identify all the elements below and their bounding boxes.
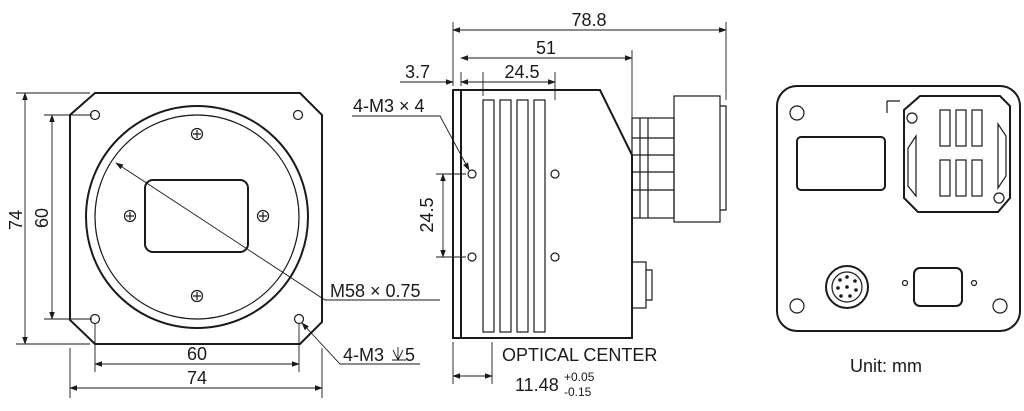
dim-width-holes: 60	[187, 344, 207, 364]
side-fin-4	[533, 99, 546, 333]
thread-label: M58 × 0.75	[330, 281, 421, 301]
dim-width-outer: 74	[187, 368, 207, 388]
dim-hole-spacing: 24.5	[417, 197, 437, 232]
connector-cage	[903, 95, 1011, 213]
optical-center-label: OPTICAL CENTER	[502, 345, 657, 365]
dim-fin-length: 24.5	[504, 62, 539, 82]
dim788-ext	[452, 22, 727, 100]
front-hole-br	[293, 313, 305, 325]
cage-slot-5	[955, 159, 967, 197]
dim74v-ext	[16, 92, 90, 345]
mount-outer-ring	[85, 105, 309, 329]
side-hole-3	[467, 252, 477, 262]
back-hole-bl	[789, 298, 805, 314]
dim-height-holes: 60	[32, 208, 52, 228]
io-connector-tip	[646, 269, 653, 301]
optical-center-tol-plus: +0.05	[564, 370, 595, 384]
side-fin-3	[516, 99, 529, 333]
depth-symbol-icon	[392, 347, 406, 362]
led-left-icon	[901, 279, 909, 287]
sensor-window	[144, 179, 249, 253]
io-connector-inner	[831, 271, 863, 303]
led-right-icon	[970, 279, 978, 287]
dim-total-length: 78.8	[571, 10, 606, 30]
cage-slot-4	[939, 159, 951, 197]
dim-height-outer: 74	[6, 210, 26, 230]
rear-connector-base	[631, 117, 675, 219]
side-fin-2	[499, 99, 512, 333]
io-circular-connector	[825, 265, 869, 309]
front-screw-top	[190, 127, 204, 141]
rear-connector-ribs	[632, 118, 674, 218]
dim-body-length: 51	[536, 38, 556, 58]
mount-holes-label: 4-M3	[343, 345, 384, 365]
label-plate	[796, 136, 886, 191]
optical-center-ext	[452, 342, 493, 384]
cage-screw-top-icon	[906, 112, 918, 124]
side-hole-1	[467, 169, 477, 179]
side-flange	[452, 89, 462, 339]
front-screw-bottom	[190, 289, 204, 303]
front-hole-tr	[292, 109, 304, 121]
side-hole-4	[550, 252, 560, 262]
cage-slot-right	[997, 122, 1007, 190]
mount-hole-leader	[301, 322, 420, 365]
side-holes-label: 4-M3 × 4	[353, 96, 425, 116]
front-screw-right	[256, 209, 270, 223]
mount-depth-value: 5	[405, 345, 415, 365]
side-fin-1	[482, 99, 495, 333]
io-connector-pins-icon	[836, 275, 858, 298]
back-hole-tl	[789, 105, 805, 121]
rear-connector-housing	[673, 95, 721, 223]
cage-slot-1	[939, 109, 951, 147]
io-connector	[631, 261, 647, 309]
cage-slot-2	[955, 109, 967, 147]
front-screw-left	[123, 209, 137, 223]
cage-screw-bottom-icon	[993, 192, 1005, 204]
optical-center-value: 11.48	[515, 375, 559, 395]
dim-offset: 3.7	[405, 62, 430, 82]
back-top-notch	[886, 100, 900, 113]
cage-slot-3	[971, 109, 983, 147]
back-hole-br	[992, 298, 1008, 314]
mount-inner-ring	[94, 114, 300, 320]
thread-leader	[115, 162, 440, 301]
front-view: M58 × 0.75 4-M3 5 74 60 60 74	[6, 92, 440, 398]
optical-center-tol-minus: -0.15	[564, 385, 592, 399]
status-window	[913, 267, 963, 307]
back-view: Unit: mm	[776, 85, 1021, 376]
cage-slot-6	[971, 159, 983, 197]
side-view: 78.8 51 3.7 24.5 4-M3 × 4 24.5 OPTICAL C…	[352, 10, 727, 399]
side-hole-2	[550, 169, 560, 179]
rear-connector-cap	[720, 105, 727, 211]
back-body-outline	[776, 85, 1021, 332]
unit-label: Unit: mm	[850, 356, 922, 376]
side-body-outline	[460, 89, 633, 339]
front-body-outline	[69, 92, 323, 345]
side-holes-leader	[352, 115, 470, 171]
cage-slot-left	[907, 134, 917, 198]
